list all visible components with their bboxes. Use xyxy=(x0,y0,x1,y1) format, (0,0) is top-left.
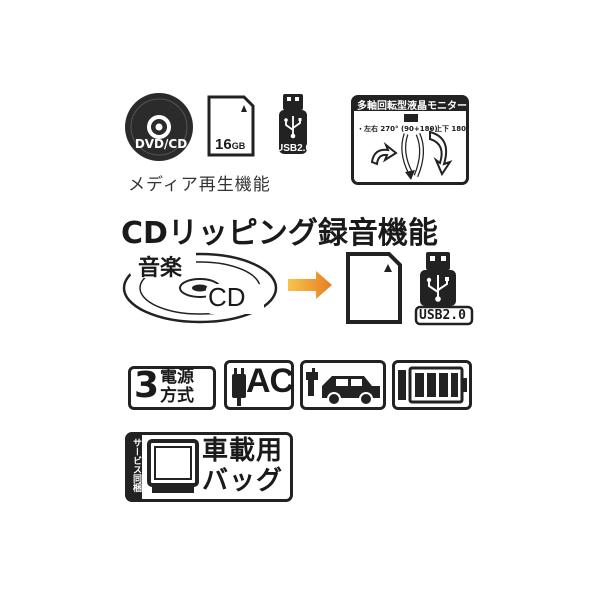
media-caption: メディア再生機能 xyxy=(128,175,271,195)
disc-label: DVD/CD xyxy=(134,137,188,151)
rotation-arrows-icon xyxy=(360,112,464,182)
car-icon xyxy=(304,362,384,408)
monitor-title-bar xyxy=(352,96,468,111)
service-label-bar xyxy=(126,433,142,501)
power-number: 3 xyxy=(134,365,160,406)
ac-plug-box xyxy=(224,360,294,410)
battery-box xyxy=(392,360,472,410)
power-label-line2: 方式 xyxy=(160,386,194,406)
battery-icon xyxy=(396,364,470,406)
car-power-box xyxy=(300,360,386,410)
usb-label: USB2.0 xyxy=(276,143,312,154)
bag-line1: 車載用 xyxy=(202,436,284,466)
cd-label: CD xyxy=(208,282,246,312)
power-label-line1: 電源 xyxy=(160,367,194,387)
sd-card-icon xyxy=(206,94,256,158)
music-label-bg xyxy=(130,248,196,278)
sd-unit: GB xyxy=(231,141,246,151)
monitor-angle-ud: ・上下 180° xyxy=(428,125,470,133)
sd-capacity: 16 xyxy=(215,136,232,153)
bag-monitor-icon xyxy=(146,438,200,496)
power-badge xyxy=(128,366,216,410)
music-label: 音楽 xyxy=(138,256,183,281)
usb-label-large: USB2.0 xyxy=(419,308,466,323)
ac-plug-icon xyxy=(228,366,250,406)
bag-line2: バッグ xyxy=(202,466,284,496)
monitor-title: 多軸回転型液晶モニター xyxy=(357,101,467,112)
monitor-angle-lr: ・左右 270° (90+180) xyxy=(357,125,438,133)
usb-stick-icon xyxy=(275,92,311,156)
service-label: サービス同梱 xyxy=(131,438,141,492)
ac-label: AC xyxy=(246,362,294,400)
cd-label-bg xyxy=(206,284,264,314)
usb-stick-large-icon xyxy=(414,250,474,326)
sd-capacity-label: 16GB xyxy=(215,136,245,153)
dvd-disc-icon xyxy=(124,92,194,162)
ripping-heading: CDリッピング録音機能 xyxy=(121,216,438,251)
sd-card-large-icon xyxy=(344,250,404,326)
transfer-arrow-icon xyxy=(286,270,334,300)
